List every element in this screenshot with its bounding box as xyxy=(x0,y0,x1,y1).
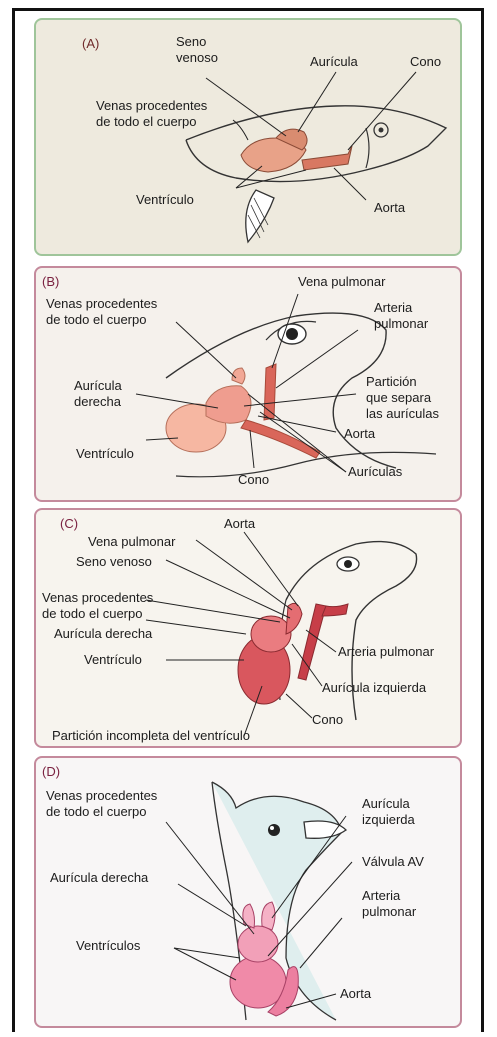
label-ventriculo: Ventrículo xyxy=(84,652,142,668)
label-auricula-izquierda: Aurícula izquierda xyxy=(362,796,415,828)
panel-b-tag: (B) xyxy=(42,274,59,289)
panel-d-tag: (D) xyxy=(42,764,60,779)
label-aorta: Aorta xyxy=(224,516,255,532)
label-seno-venoso: Seno venoso xyxy=(76,554,152,570)
label-particion: Partición incompleta del ventrículo xyxy=(52,728,250,744)
label-seno-venoso: Seno venoso xyxy=(176,34,218,66)
label-cono: Cono xyxy=(410,54,441,70)
label-cono: Cono xyxy=(312,712,343,728)
label-ventriculo: Ventrículo xyxy=(136,192,194,208)
label-venas: Venas procedentes de todo el cuerpo xyxy=(46,788,157,820)
panel-fish: (A) Seno venoso Aurícula Cono Venas proc… xyxy=(34,18,462,256)
fish-drawing xyxy=(36,20,464,258)
label-auricula-derecha: Aurícula derecha xyxy=(50,870,148,886)
panel-c-tag: (C) xyxy=(60,516,78,531)
label-auricula: Aurícula xyxy=(310,54,358,70)
label-ventriculos: Ventrículos xyxy=(76,938,140,954)
label-arteria-pulmonar: Arteria pulmonar xyxy=(338,644,434,660)
label-aorta: Aorta xyxy=(374,200,405,216)
label-auriculas: Aurículas xyxy=(348,464,402,480)
panel-a-tag: (A) xyxy=(82,36,99,51)
label-auricula-derecha: Aurícula derecha xyxy=(54,626,152,642)
label-vena-pulmonar: Vena pulmonar xyxy=(88,534,175,550)
label-vena-pulmonar: Vena pulmonar xyxy=(298,274,385,290)
label-aorta: Aorta xyxy=(344,426,375,442)
label-valvula: Válvula AV xyxy=(362,854,424,870)
label-venas: Venas procedentes de todo el cuerpo xyxy=(96,98,207,130)
label-auricula-izquierda: Aurícula izquierda xyxy=(322,680,426,696)
label-cono: Cono xyxy=(238,472,269,488)
label-particion: Partición que separa las aurículas xyxy=(366,374,439,422)
label-venas: Venas procedentes de todo el cuerpo xyxy=(46,296,157,328)
label-ventriculo: Ventrículo xyxy=(76,446,134,462)
label-venas: Venas procedentes de todo el cuerpo xyxy=(42,590,153,622)
label-aorta: Aorta xyxy=(340,986,371,1002)
panel-bird: (D) Venas procedentes de todo el cuerpo … xyxy=(34,756,462,1028)
label-arteria-pulmonar: Arteria pulmonar xyxy=(374,300,428,332)
label-auricula-derecha: Aurícula derecha xyxy=(74,378,122,410)
panel-amphibian: (B) Vena pulmonar Venas procedentes de t… xyxy=(34,266,462,502)
label-arteria-pulmonar: Arteria pulmonar xyxy=(362,888,416,920)
panel-reptile: (C) Aorta Vena pulmonar Seno venoso Vena… xyxy=(34,508,462,748)
